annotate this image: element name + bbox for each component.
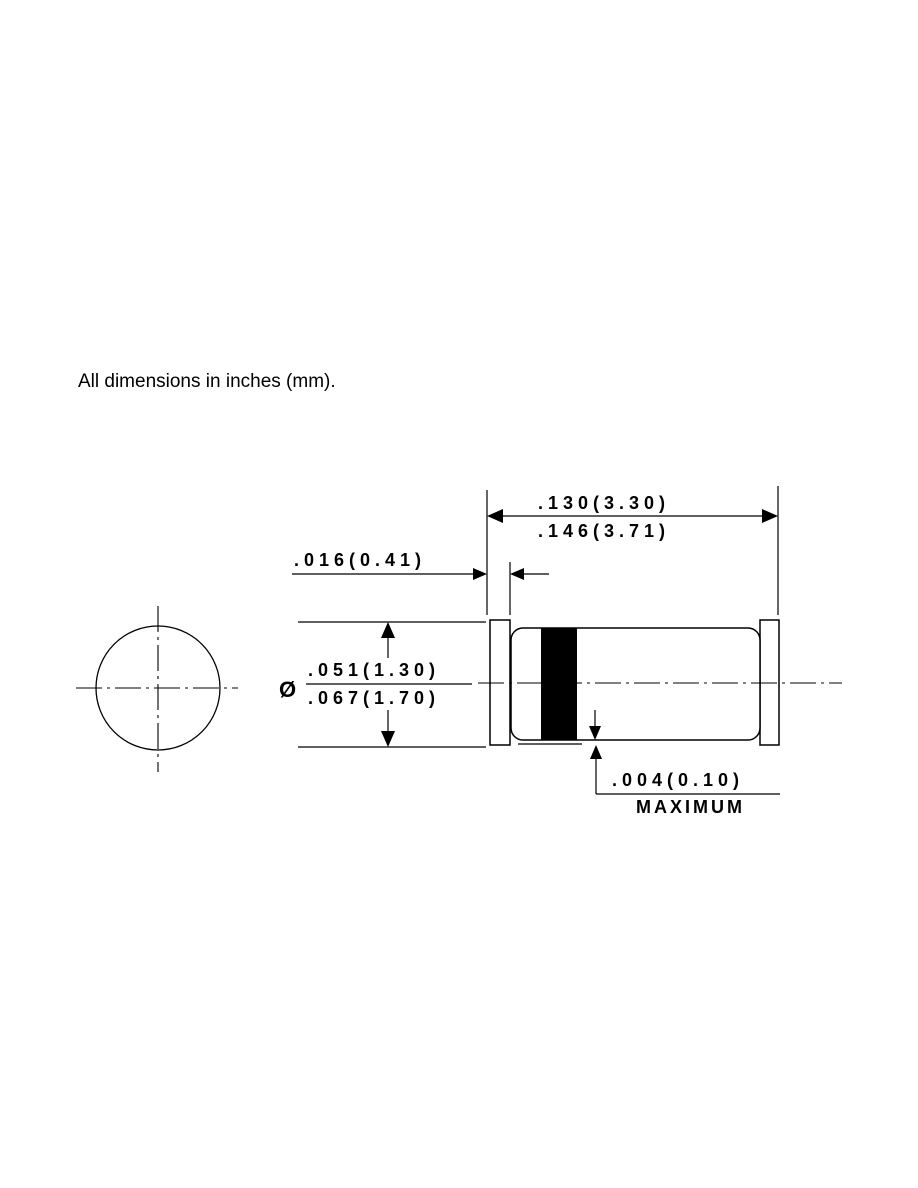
length-dimension: .130(3.30) .146(3.71) — [486, 486, 779, 615]
arrowhead-up-icon — [381, 622, 395, 638]
arrowhead-up-icon — [590, 745, 602, 759]
arrowhead-down-icon — [381, 731, 395, 747]
diameter-min-label: .051(1.30) — [308, 660, 440, 680]
end-view — [76, 606, 238, 772]
cap-width-dimension: .016(0.41) — [292, 550, 549, 615]
gap-label: .004(0.10) — [612, 770, 744, 790]
gap-dimension: .004(0.10) MAXIMUM — [518, 710, 780, 817]
dimensions-note: All dimensions in inches (mm). — [78, 371, 336, 392]
arrowhead-left-icon — [487, 509, 503, 523]
cap-width-label: .016(0.41) — [294, 550, 426, 570]
diameter-dimension: Ø .051(1.30) .067(1.70) — [279, 621, 486, 748]
length-max-label: .146(3.71) — [538, 521, 670, 541]
arrowhead-left-icon — [510, 568, 524, 580]
arrowhead-down-icon — [589, 726, 601, 740]
arrowhead-right-icon — [473, 568, 487, 580]
gap-qualifier-label: MAXIMUM — [636, 797, 745, 817]
length-min-label: .130(3.30) — [538, 493, 670, 513]
cathode-band — [541, 628, 577, 740]
arrowhead-right-icon — [762, 509, 778, 523]
diameter-symbol: Ø — [279, 677, 296, 702]
side-view — [478, 619, 842, 746]
diameter-max-label: .067(1.70) — [308, 688, 440, 708]
